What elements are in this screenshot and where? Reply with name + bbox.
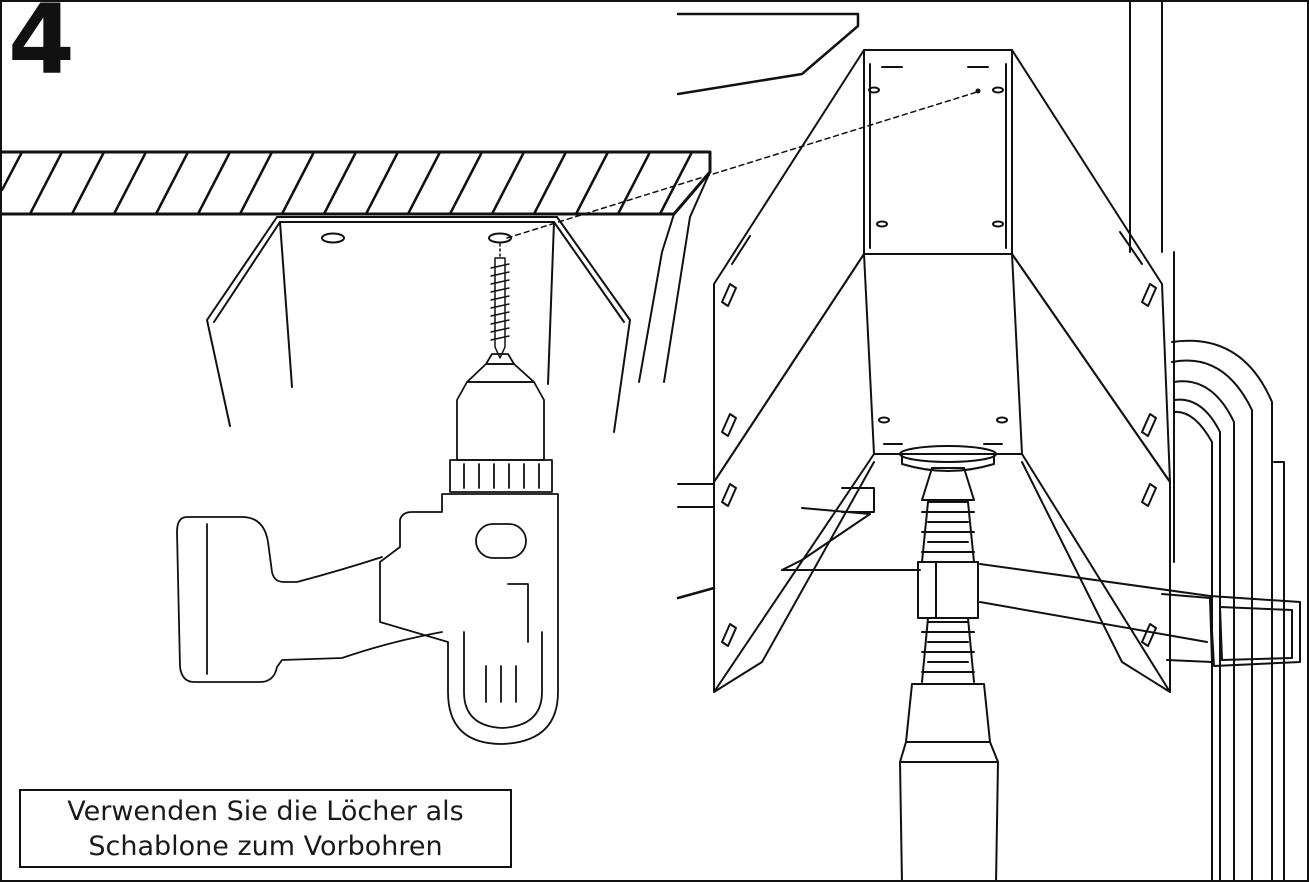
telescopic-pole-icon: [899, 445, 999, 880]
step-number: 4: [8, 0, 75, 96]
pole-bracket: [713, 49, 1171, 693]
background-frame: [676, 12, 860, 600]
caption-line-2: Schablone zum Vorbohren: [88, 830, 443, 862]
ceiling-bracket-icon: [206, 171, 711, 433]
caption-line-1: Verwenden Sie die Löcher als: [67, 795, 464, 827]
ceiling-section: [2, 150, 712, 216]
wall-bracket-icon: [677, 2, 1301, 880]
projection-line: [506, 91, 978, 239]
drill-icon: [176, 353, 559, 745]
screw-icon: [490, 243, 510, 359]
instruction-caption: Verwenden Sie die Löcher als Schablone z…: [19, 789, 512, 868]
